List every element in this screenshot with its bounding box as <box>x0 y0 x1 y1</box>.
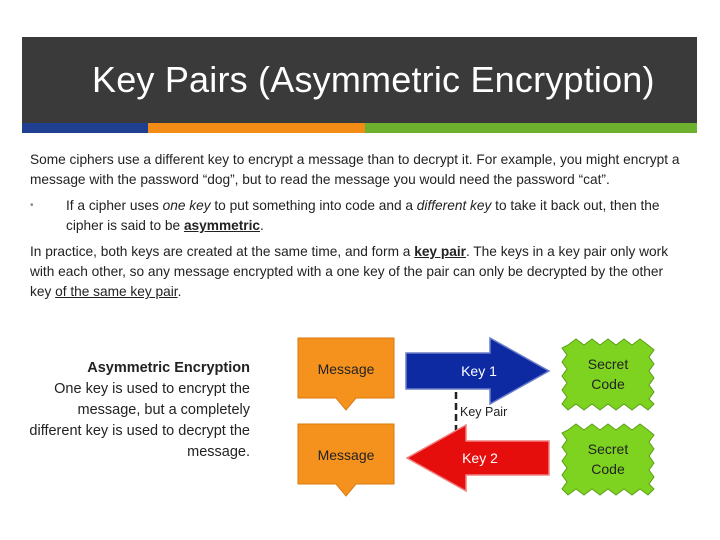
paragraph-key-pair: In practice, both keys are created at th… <box>30 244 669 299</box>
message-bottom-shape <box>297 423 395 497</box>
secret-top-line1: Secret <box>588 356 629 372</box>
title-bar <box>22 37 697 123</box>
accent-stripe-orange <box>148 123 365 133</box>
key1-arrow <box>405 336 551 406</box>
message-top-label: Message <box>318 361 375 377</box>
phrase-same-key-pair: of the same key pair <box>55 284 178 299</box>
secret-bottom-shape <box>561 423 655 496</box>
secret-bottom-line1: Secret <box>588 441 629 457</box>
key2-arrow <box>405 423 550 493</box>
side-note-heading: Asymmetric Encryption <box>87 360 250 376</box>
key1-label: Key 1 <box>461 363 497 379</box>
emphasis-one-key: one key <box>162 198 211 213</box>
secret-bottom-line2: Code <box>591 461 625 477</box>
key2-label: Key 2 <box>462 450 498 466</box>
secret-top-shape <box>561 338 655 411</box>
term-asymmetric: asymmetric <box>183 218 261 233</box>
secret-top-line2: Code <box>591 376 625 392</box>
accent-stripe-green <box>365 123 697 133</box>
bullet-item: •If a cipher uses one key to put somethi… <box>30 198 660 233</box>
slide-title: Key Pairs (Asymmetric Encryption) <box>92 59 655 100</box>
body-text: Some ciphers use a different key to encr… <box>30 150 680 308</box>
key-pair-label: Key Pair <box>460 405 507 419</box>
side-note-text: One key is used to encrypt the message, … <box>29 381 250 460</box>
side-note: Asymmetric Encryption One key is used to… <box>28 358 250 463</box>
paragraph-intro: Some ciphers use a different key to encr… <box>30 152 680 187</box>
term-key-pair: key pair <box>414 244 466 259</box>
accent-stripe-blue <box>22 123 148 133</box>
bullet-marker: • <box>30 200 34 211</box>
message-top-shape <box>297 337 395 411</box>
message-bottom-label: Message <box>318 447 375 463</box>
emphasis-different-key: different key <box>416 198 492 213</box>
